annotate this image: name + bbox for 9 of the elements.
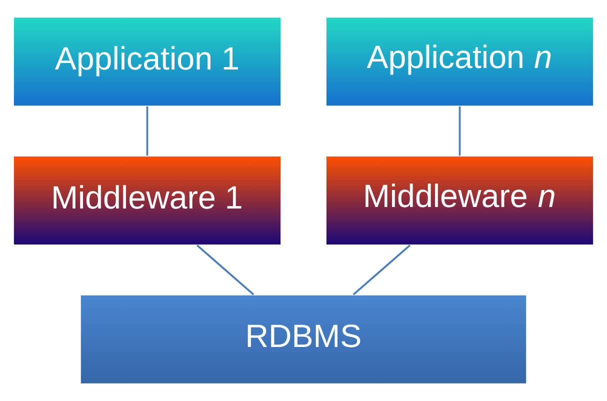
connector: [196, 244, 254, 296]
connector: [458, 106, 461, 156]
node-box: Application n: [325, 16, 594, 107]
node-box: RDBMS: [80, 294, 528, 385]
node-box: Middleware n: [325, 155, 594, 246]
connector: [146, 106, 148, 156]
connector: [352, 244, 410, 296]
node-box: Middleware 1: [12, 155, 282, 246]
node-box: Application 1: [12, 16, 282, 107]
